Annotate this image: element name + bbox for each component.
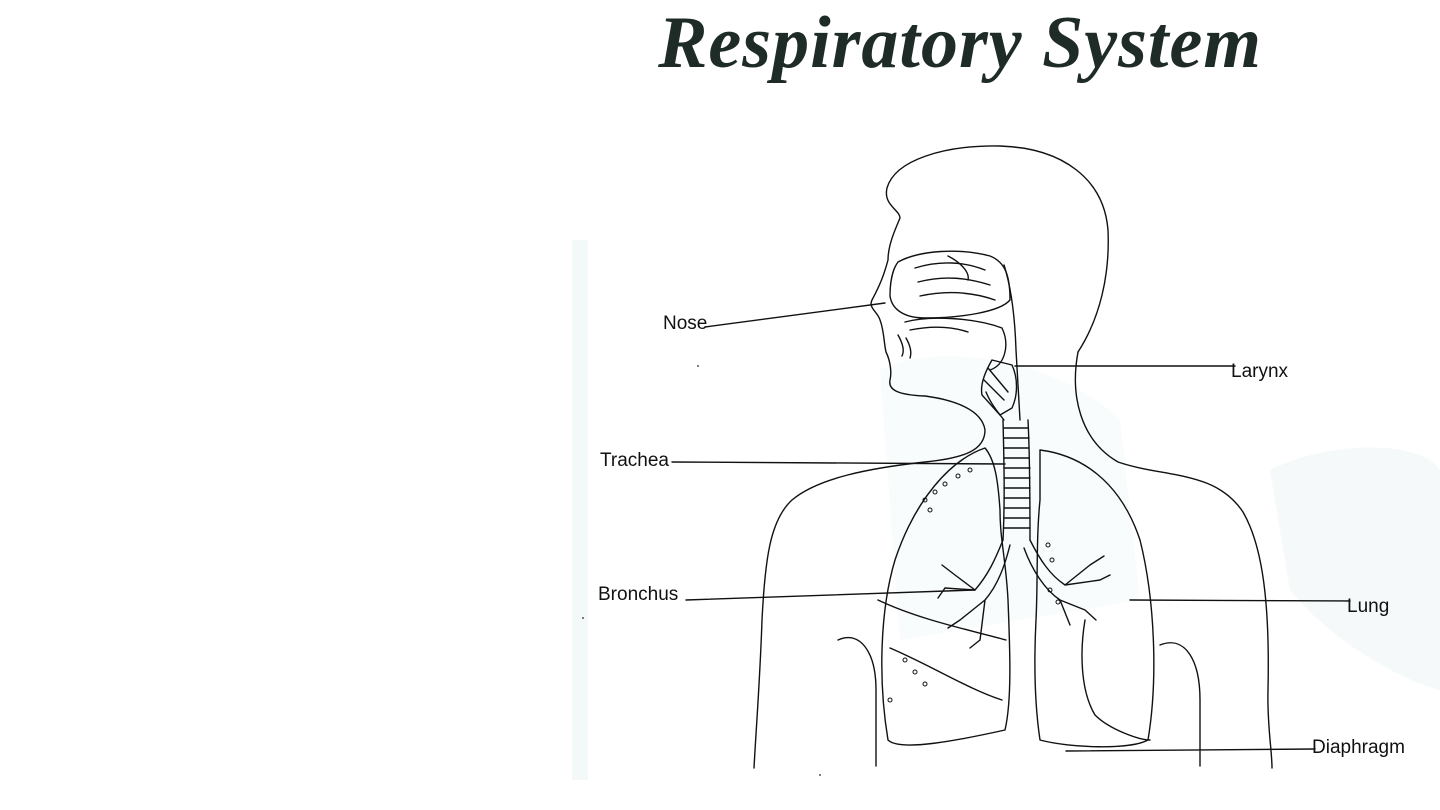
head-outline [753,145,1109,769]
left-lung [881,447,1011,746]
diaphragm-leader [1065,748,1316,752]
speck [582,617,584,619]
label-trachea: Trachea [600,450,669,471]
lung-leader [1129,599,1351,602]
left-arm-line [837,637,877,767]
speck [697,365,699,367]
right-bronchus [1023,539,1111,626]
right-arm-line [1159,642,1201,767]
bronchus-leader [685,589,976,601]
oral-cavity [904,317,1007,371]
right-lung [1034,449,1155,748]
diagram-title: Respiratory System [658,2,1262,84]
label-bronchus: Bronchus [598,584,679,605]
speck [819,774,821,776]
trachea-tube [1002,419,1031,541]
alveoli-dots [887,467,1061,703]
nasal-cavity [889,250,1011,319]
label-larynx: Larynx [1231,361,1289,382]
label-nose: Nose [663,313,708,334]
trachea-leader [671,461,1006,465]
label-diaphragm: Diaphragm [1312,737,1405,758]
larynx-shape [980,359,1018,416]
label-lung: Lung [1347,596,1390,617]
left-bronchus [937,539,1011,649]
body-outline [1074,351,1273,769]
nose-leader [704,302,886,328]
